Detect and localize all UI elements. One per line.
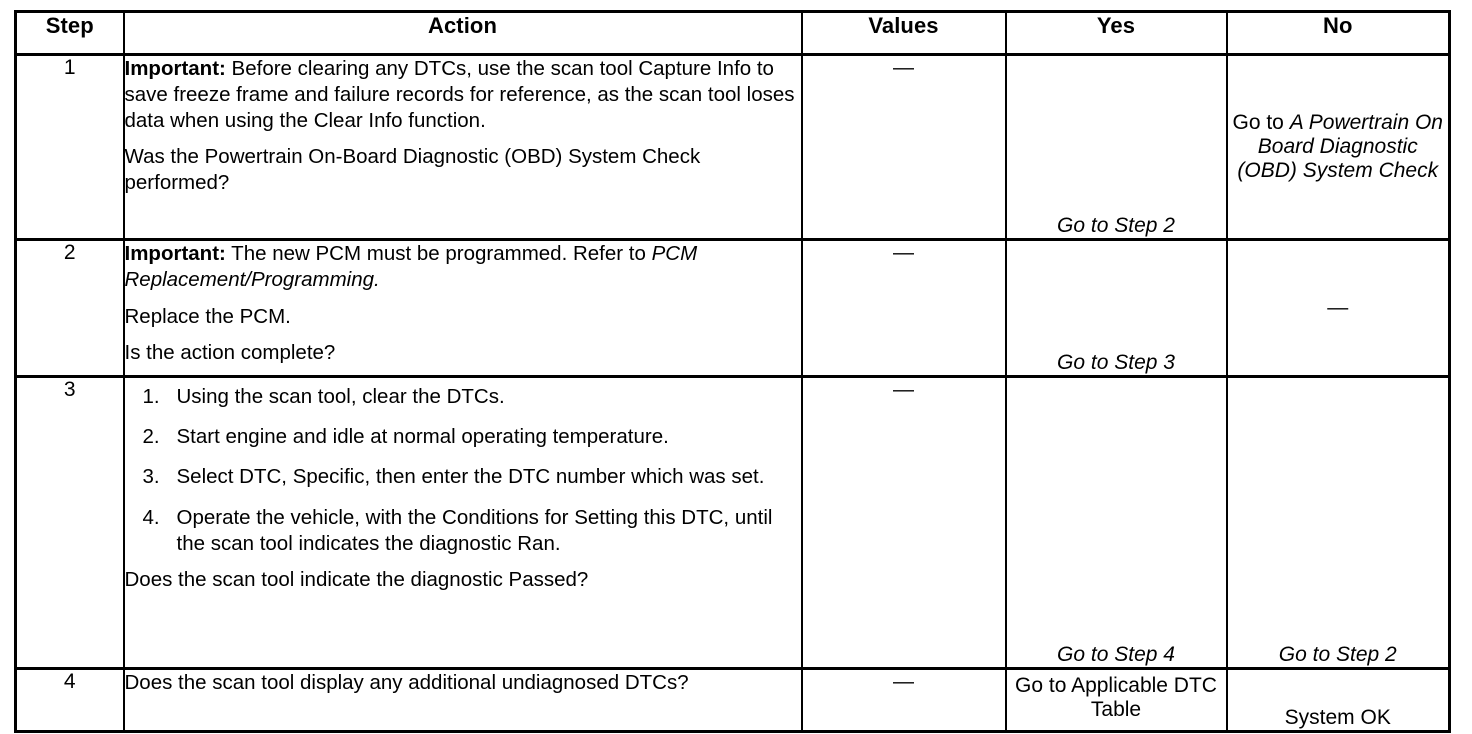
values-cell: —: [800, 239, 1007, 378]
yes-cell: Go to Step 2: [1004, 54, 1228, 241]
no-cell: System OK: [1225, 668, 1451, 732]
no-cell: Go to Step 2: [1225, 376, 1451, 670]
step-number: 1: [14, 54, 125, 241]
action-cell: Important: The new PCM must be programme…: [122, 239, 803, 378]
action-reference: PCM Replacement/Programming.: [124, 242, 698, 291]
column-header-step: Step: [14, 11, 125, 56]
step-number: 2: [14, 239, 125, 378]
table-row: 1 Important: Before clearing any DTCs, u…: [14, 54, 1451, 241]
yes-cell: Go to Step 3: [1004, 239, 1228, 378]
list-item: Operate the vehicle, with the Conditions…: [143, 505, 773, 555]
no-cell: Go to A Powertrain On Board Diagnostic (…: [1225, 54, 1451, 241]
action-text: The new PCM must be programmed. Refer to: [225, 242, 652, 265]
values-cell: —: [800, 668, 1007, 732]
action-paragraph: Important: Before clearing any DTCs, use…: [125, 56, 801, 133]
diagnostic-step-table: Step Action Values Yes No 1 Important: B…: [14, 10, 1451, 733]
table-row: 3 Using the scan tool, clear the DTCs. S…: [14, 376, 1451, 670]
table-row: 2 Important: The new PCM must be program…: [14, 239, 1451, 378]
no-cell: —: [1225, 239, 1451, 378]
no-prefix: Go to: [1232, 111, 1290, 134]
values-cell: —: [800, 54, 1007, 241]
important-label: Important:: [124, 242, 226, 265]
action-cell: Important: Before clearing any DTCs, use…: [122, 54, 803, 241]
action-question: Does the scan tool indicate the diagnost…: [124, 568, 589, 592]
list-item: Using the scan tool, clear the DTCs.: [143, 384, 505, 410]
column-header-values: Values: [800, 11, 1007, 56]
column-header-action: Action: [122, 11, 803, 56]
step-number: 4: [14, 668, 125, 732]
table-row: 4 Does the scan tool display any additio…: [14, 668, 1451, 732]
action-paragraph: Important: The new PCM must be programme…: [125, 241, 801, 293]
action-cell: Does the scan tool display any additiona…: [122, 668, 803, 732]
column-header-no: No: [1225, 11, 1451, 56]
step-number: 3: [14, 376, 125, 670]
action-instruction: Replace the PCM.: [124, 304, 291, 328]
action-question: Was the Powertrain On-Board Diagnostic (…: [124, 145, 701, 195]
action-question: Is the action complete?: [124, 341, 336, 365]
action-text: Before clearing any DTCs, use the scan t…: [124, 57, 795, 132]
values-cell: —: [800, 376, 1007, 670]
action-step-list: Using the scan tool, clear the DTCs. Sta…: [125, 384, 801, 557]
yes-cell: Go to Step 4: [1004, 376, 1228, 670]
action-cell: Using the scan tool, clear the DTCs. Sta…: [122, 376, 803, 670]
action-question: Does the scan tool display any additiona…: [124, 671, 689, 694]
column-header-yes: Yes: [1004, 11, 1228, 56]
yes-cell: Go to Applicable DTC Table: [1004, 668, 1228, 732]
no-reference: A Powertrain On Board Diagnostic (OBD) S…: [1237, 111, 1443, 182]
table-header-row: Step Action Values Yes No: [14, 11, 1451, 56]
important-label: Important:: [124, 57, 226, 80]
list-item: Start engine and idle at normal operatin…: [143, 424, 669, 450]
list-item: Select DTC, Specific, then enter the DTC…: [143, 464, 765, 490]
